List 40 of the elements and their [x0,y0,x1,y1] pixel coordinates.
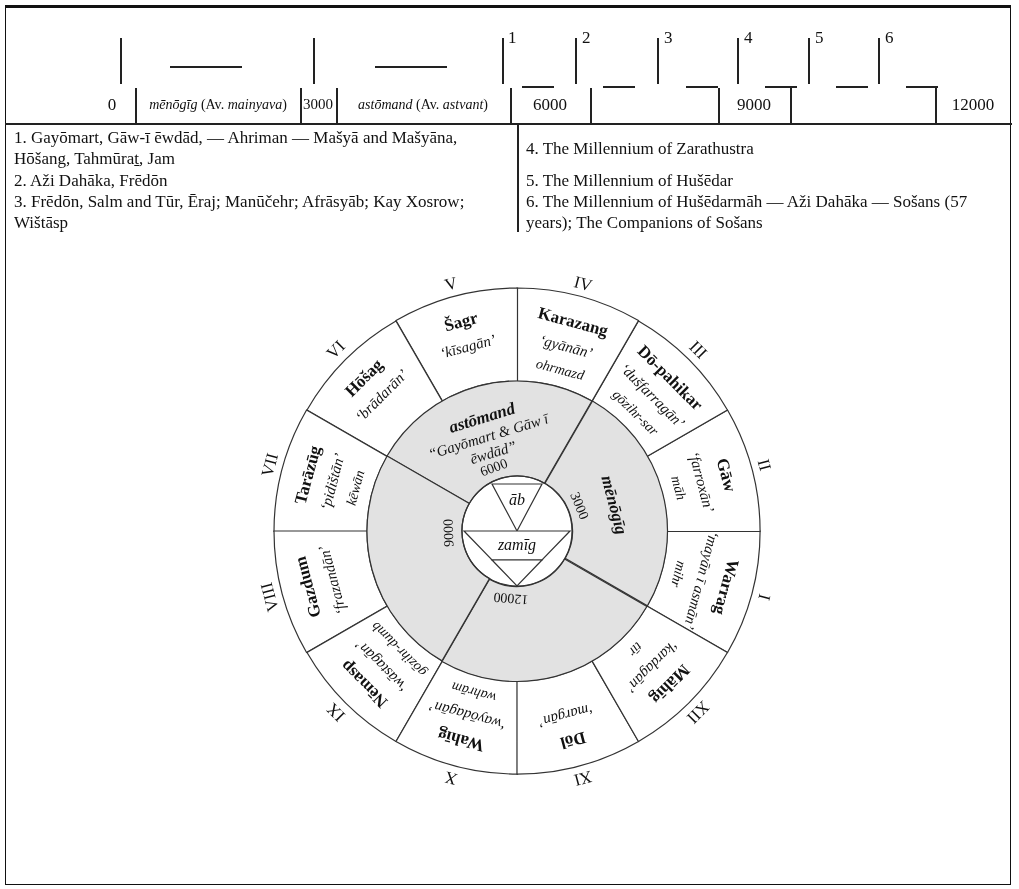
planet-name: mihr [667,559,690,590]
year-label: 9000 [440,519,458,548]
year-label: 12000 [493,588,530,608]
list-item: 5. The Millennium of Hušēdar [526,170,734,191]
roman-numeral: IV [572,271,595,296]
roman-numeral: X [442,767,460,790]
roman-numeral: VI [322,336,349,363]
roman-numeral: XI [572,766,595,791]
period-name: astōmand (Av. astvant) [358,96,488,114]
period-number: 5 [815,28,824,48]
element-name: āb [509,490,525,510]
roman-numeral: V [442,272,460,295]
period-name: mēnōgīg (Av. mainyava) [149,96,287,114]
year-label: 3000 [303,96,333,114]
year-label: 0 [107,95,117,115]
planet-name: kēwān [343,468,369,508]
world-name: mēnōgīg [596,473,631,537]
period-number: 1 [508,28,517,48]
roman-numeral: VIII [256,580,283,614]
triangle [491,559,543,587]
planet-name: māh [667,474,690,502]
period-number: 4 [744,28,753,48]
list-item: 4. The Millennium of Zarathustra [526,138,755,159]
year-label: 6000 [533,95,567,115]
sign-name: Gāw [712,456,740,494]
list-item: 1. Gayōmart, Gāw-ī ēwdād, — Ahriman — Mašyā and Mašyāna, Hōšang, Tahmūraṯ, Jam [14,127,459,169]
roman-numeral: II [753,456,776,473]
year-label: 3000 [566,489,592,522]
list-item: 2. Aži Dahāka, Frēdōn [14,170,169,191]
period-number: 6 [885,28,894,48]
period-number: 2 [582,28,591,48]
element-name: zamīg [497,535,537,555]
roman-numeral: VII [257,450,283,479]
list-item: 3. Frēdōn, Salm and Tūr, Ēraj; Manūčehr; Afrāsyāb; Kay Xosrow; Wištāsp [14,191,466,233]
roman-numeral: I [754,592,775,603]
year-label: 9000 [737,95,771,115]
triangle [491,483,543,532]
year-label: 12000 [951,95,995,115]
list-item: 6. The Millennium of Hušēdarmāh — Aži Dahāka — Sošans (57 years); The Companions of Sošans [526,191,969,233]
period-number: 3 [664,28,673,48]
